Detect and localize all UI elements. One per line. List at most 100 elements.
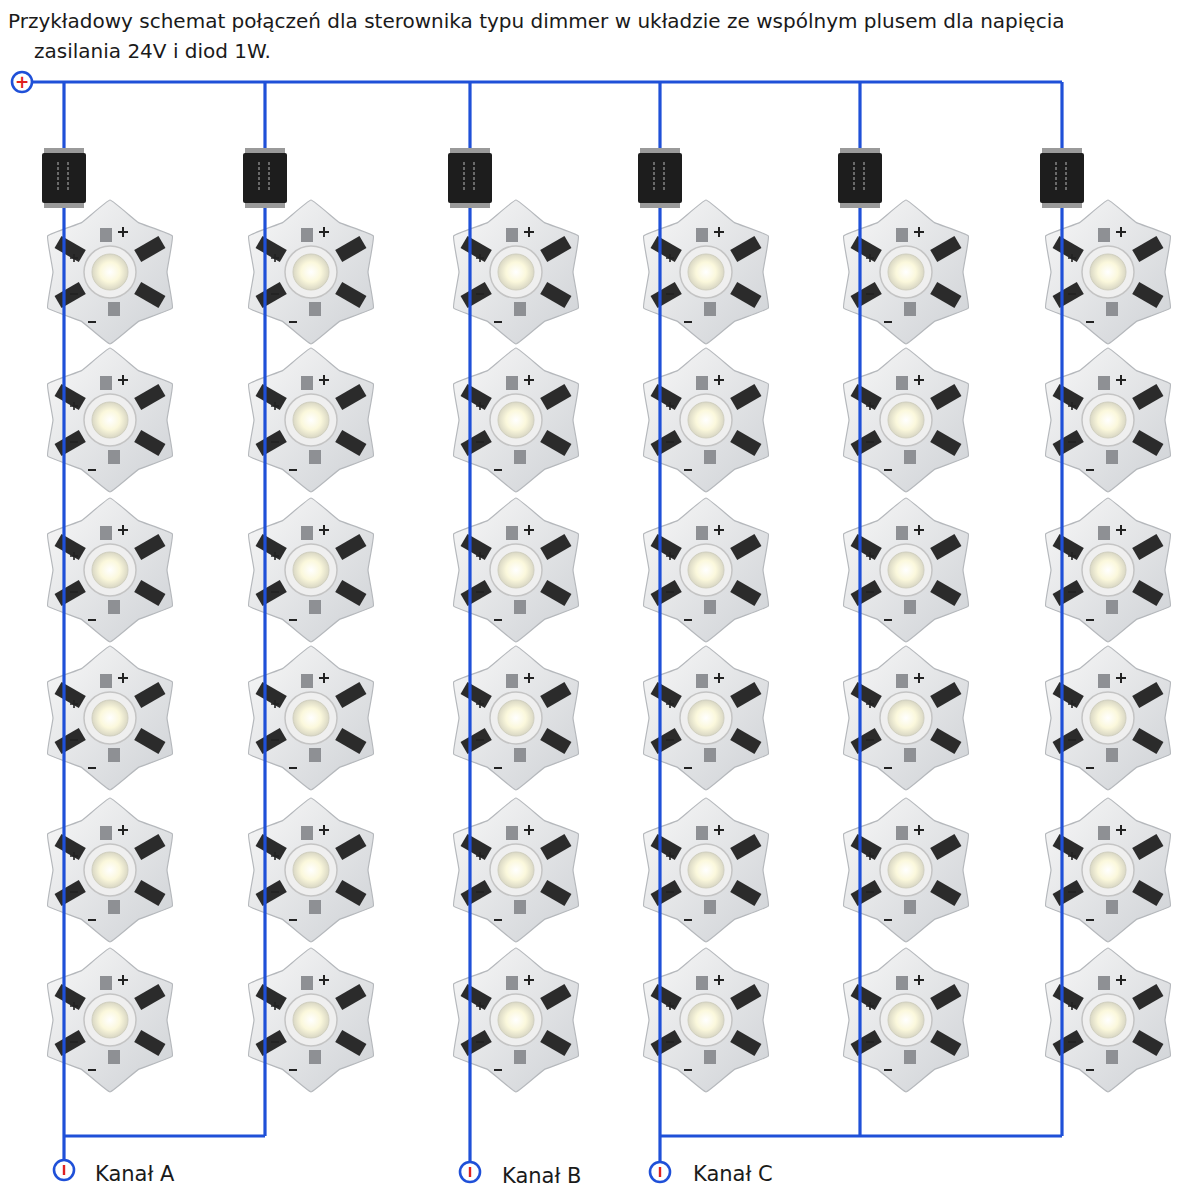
star-board — [844, 646, 969, 790]
led-lens — [1090, 552, 1126, 588]
solder-pad — [335, 384, 366, 410]
driver-marking — [259, 162, 269, 190]
solder-pad — [930, 834, 961, 860]
led-housing — [880, 994, 932, 1046]
led-housing — [680, 246, 732, 298]
polarity-minus — [289, 469, 297, 471]
star-board — [454, 948, 579, 1092]
polarity-minus — [88, 767, 96, 769]
polarity-minus — [884, 469, 892, 471]
solder-pad — [134, 834, 165, 860]
solder-pad — [930, 534, 961, 560]
star-board — [644, 798, 769, 942]
solder-pad — [134, 728, 165, 754]
polarity-plus — [70, 254, 78, 262]
led-housing — [285, 692, 337, 744]
lead-tab — [1106, 450, 1118, 464]
led-housing — [880, 844, 932, 896]
solder-pad — [1132, 534, 1163, 560]
lead-tab — [704, 302, 716, 316]
polarity-minus — [1068, 891, 1076, 893]
polarity-plus — [866, 254, 874, 262]
solder-pad — [461, 728, 492, 754]
led-housing — [880, 692, 932, 744]
led-star-board — [48, 948, 173, 1092]
solder-pad — [1132, 682, 1163, 708]
solder-pad — [1132, 1030, 1163, 1056]
polarity-minus — [684, 469, 692, 471]
polarity-minus — [684, 619, 692, 621]
solder-pad — [730, 580, 761, 606]
polarity-plus — [118, 375, 128, 385]
polarity-plus — [1116, 227, 1126, 237]
channel-label: Kanał B — [502, 1166, 582, 1187]
star-board — [249, 948, 374, 1092]
polarity-minus — [666, 891, 674, 893]
lead-tab — [696, 976, 708, 990]
lead-tab — [896, 228, 908, 242]
polarity-plus — [1068, 552, 1076, 560]
solder-pad — [651, 534, 682, 560]
solder-pad — [930, 728, 961, 754]
solder-pad — [730, 384, 761, 410]
lead-tab — [100, 228, 112, 242]
solder-pad — [461, 880, 492, 906]
lead-tab — [704, 450, 716, 464]
solder-pad — [851, 728, 882, 754]
led-housing — [880, 544, 932, 596]
solder-pad — [930, 236, 961, 262]
solder-pad — [651, 984, 682, 1010]
polarity-minus — [289, 767, 297, 769]
solder-pad — [256, 834, 287, 860]
star-board — [1046, 498, 1171, 642]
star-board — [1046, 948, 1171, 1092]
polarity-plus — [914, 825, 924, 835]
solder-pad — [730, 430, 761, 456]
solder-pad — [930, 384, 961, 410]
lead-tab — [904, 302, 916, 316]
solder-pad — [1053, 430, 1084, 456]
lead-tab — [100, 674, 112, 688]
polarity-plus — [666, 852, 674, 860]
polarity-minus — [88, 469, 96, 471]
solder-pad — [851, 682, 882, 708]
led-star-board — [844, 948, 969, 1092]
solder-pad — [256, 580, 287, 606]
driver-marking — [464, 162, 474, 190]
led-lens — [1090, 254, 1126, 290]
led-housing — [1082, 394, 1134, 446]
solder-pad — [461, 384, 492, 410]
led-housing — [880, 246, 932, 298]
solder-pad — [55, 728, 86, 754]
polarity-plus — [714, 227, 724, 237]
lead-tab — [514, 450, 526, 464]
polarity-minus — [289, 321, 297, 323]
driver-body — [42, 153, 86, 203]
led-housing — [84, 844, 136, 896]
solder-pad — [461, 984, 492, 1010]
led-housing — [680, 394, 732, 446]
lead-tab — [696, 376, 708, 390]
driver-marking — [854, 162, 864, 190]
lead-tab — [301, 526, 313, 540]
polarity-plus — [319, 975, 329, 985]
solder-pad — [851, 1030, 882, 1056]
led-lens — [92, 852, 128, 888]
led-star-board — [454, 798, 579, 942]
solder-pad — [256, 1030, 287, 1056]
solder-pad — [461, 430, 492, 456]
polarity-plus — [1116, 673, 1126, 683]
polarity-plus — [476, 852, 484, 860]
polarity-minus — [476, 739, 484, 741]
led-lens — [498, 402, 534, 438]
solder-pad — [540, 534, 571, 560]
led-star-board — [844, 798, 969, 942]
current-driver — [1040, 148, 1084, 208]
polarity-minus — [1086, 1069, 1094, 1071]
lead-tab — [904, 450, 916, 464]
solder-pad — [851, 580, 882, 606]
terminal — [460, 1162, 480, 1182]
lead-tab — [1106, 900, 1118, 914]
solder-pad — [651, 384, 682, 410]
